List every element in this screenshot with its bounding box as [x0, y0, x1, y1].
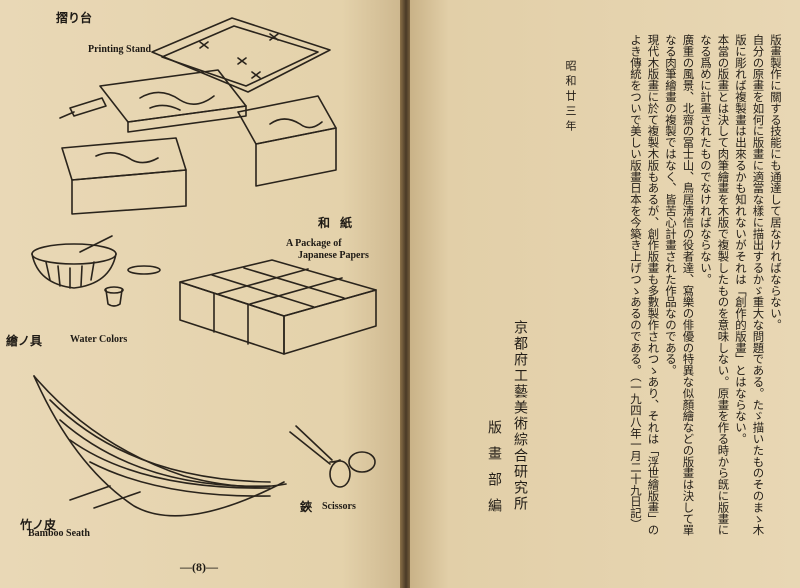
water-colors-en-label: Water Colors [70, 334, 128, 345]
body-text: 版畫製作に關する技能にも通達して居なければならない。 自分の原畫を如何に版畫に適… [627, 34, 785, 554]
body-line: なる爲めに計畫されたものでなければならない。 [699, 34, 713, 285]
papers-en-label-2: Japanese Papers [298, 250, 369, 261]
body-line: 現代木版畫に於て複製木版もあるが、創作版畫も多數製作されつゝあり、それは「浮世繪… [646, 34, 661, 536]
scissors-jp-label: 鋏 [300, 500, 313, 514]
papers-jp-label: 和紙 [318, 216, 363, 230]
body-line: 版に彫れば複製畫は出來るかも知れないがそれは「創作的版畫」とはならない。 [734, 34, 748, 445]
body-line: よき傳統をついで美しい版畫日本を今築き上げつゝあるのである。（一九四八年一月二十… [629, 34, 643, 530]
water-colors-jp-label: 繪ノ具 [6, 334, 43, 348]
bamboo-jp-label: 竹ノ皮 [20, 518, 57, 532]
printing-stand-jp-label: 摺り台 [56, 11, 93, 25]
right-page: 版畫製作に關する技能にも通達して居なければならない。 自分の原畫を如何に版畫に適… [410, 0, 800, 588]
date-text: 昭和廿三年 [564, 60, 577, 135]
printing-stand-icon [59, 17, 337, 215]
scissors-icon [289, 425, 376, 488]
left-page: 摺り台 Printing Stand 和紙 A Package of Japan… [0, 0, 402, 588]
body-line: 本當の版畫とは決して肉筆繪畫を木版で複製したものを意味しない。原畫を作る時から旣… [716, 34, 731, 536]
body-line: 廣重の風景、北齋の冨士山、鳥居淸信の役者達、寫樂の俳優の特異な似顏繪などの版畫は… [681, 34, 696, 536]
printing-stand-en-label: Printing Stand [88, 44, 152, 55]
author-text: 京都府工藝美術綜合研究所 [512, 320, 528, 512]
scissors-en-label: Scissors [322, 501, 356, 512]
papers-en-label-1: A Package of [286, 238, 342, 249]
water-colors-icon [31, 235, 161, 307]
tools-illustration [31, 17, 377, 517]
bamboo-en-label: Bamboo Seath [28, 528, 90, 539]
paper-package-icon [179, 259, 377, 355]
body-line: 自分の原畫を如何に版畫に適當な樣に描出するかゞ重大な問題である。たゞ描いたものそ… [751, 34, 766, 536]
book-gutter [400, 0, 412, 588]
body-line: なる肉筆繪畫の複製ではなく、皆苦心計畫された作品なのである。 [664, 34, 678, 376]
bamboo-sheath-icon [33, 375, 287, 517]
dept-text: 版畫部編 [486, 420, 502, 524]
page-number: —(8)— [180, 560, 218, 574]
body-line: 版畫製作に關する技能にも通達して居なければならない。 [769, 34, 783, 331]
